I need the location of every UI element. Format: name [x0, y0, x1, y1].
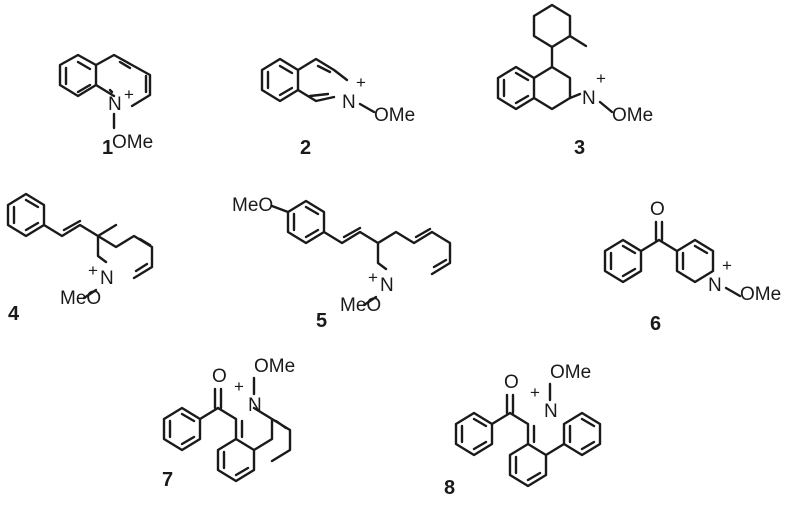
compound-7-charge: + — [234, 377, 244, 396]
compound-7-o-atom: O — [212, 366, 227, 387]
compound-6-structure: O N + OMe — [603, 199, 781, 305]
compound-5-meo: MeO — [340, 295, 381, 316]
compound-4-n-atom: N — [100, 268, 114, 289]
compound-3-n-atom: N — [582, 88, 596, 109]
compound-4-charge: + — [88, 261, 98, 280]
compound-8-n-atom: N — [544, 401, 558, 422]
compound-4-structure: N + MeO — [6, 192, 154, 309]
compound-7-ome: OMe — [254, 356, 295, 377]
compound-3-structure: N + OMe — [496, 3, 653, 126]
compound-1-structure: N + OMe — [58, 53, 153, 153]
compound-6-o-atom: O — [650, 199, 665, 220]
compound-8-o-atom: O — [504, 372, 519, 393]
compound-6-charge: + — [722, 256, 732, 275]
compound-7-n-atom: N — [248, 395, 262, 416]
compound-4-meo: MeO — [60, 288, 101, 309]
compound-6-ome: OMe — [740, 284, 781, 305]
compound-2-charge: + — [356, 73, 366, 92]
compound-2-n-atom: N — [342, 92, 356, 113]
compound-5-label: 5 — [316, 310, 327, 332]
compound-5-structure: MeO N + MeO — [232, 195, 452, 316]
compound-8-ome: OMe — [550, 362, 591, 383]
compound-2-label: 2 — [300, 137, 311, 159]
compound-5-meo-top: MeO — [232, 195, 273, 216]
compound-1-charge: + — [124, 85, 134, 104]
compound-1-n-atom: N — [108, 94, 122, 115]
compound-1-label: 1 — [102, 137, 113, 159]
compound-3-ome: OMe — [612, 105, 653, 126]
compound-8-charge: + — [530, 383, 540, 402]
compound-6-label: 6 — [650, 313, 661, 335]
compound-2-structure: N + OMe — [260, 57, 415, 126]
compound-3-charge: + — [596, 69, 606, 88]
compound-2-ome: OMe — [374, 105, 415, 126]
compound-8-structure: O N + OMe — [454, 362, 602, 488]
compound-8-label: 8 — [444, 477, 455, 499]
compound-4-label: 4 — [8, 303, 20, 325]
compound-7-label: 7 — [162, 469, 173, 491]
compound-1-ome: OMe — [112, 132, 153, 153]
compound-3-label: 3 — [574, 137, 585, 159]
compound-5-n-atom: N — [380, 275, 394, 296]
compound-5-charge: + — [368, 268, 378, 287]
compound-6-n-atom: N — [708, 275, 722, 296]
compound-7-structure: O N + OMe — [162, 356, 295, 483]
